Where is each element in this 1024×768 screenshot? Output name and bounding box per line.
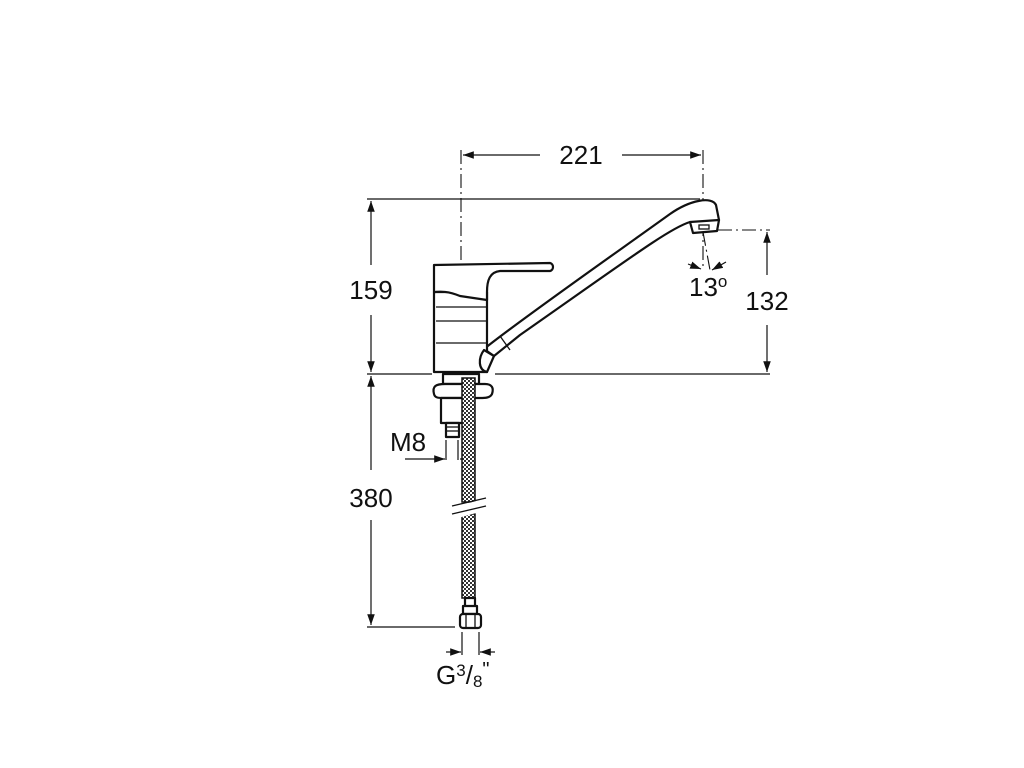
dimension-stud-thread: M8: [390, 427, 475, 463]
lever-handle: [432, 261, 555, 302]
mounting-assembly: [432, 372, 494, 439]
braided-hose: [451, 377, 487, 599]
dimension-label-221: 221: [559, 140, 602, 170]
dimension-label-132: 132: [745, 286, 788, 316]
dimension-label-m8: M8: [390, 427, 426, 457]
dimension-hose-length: 380: [349, 376, 393, 625]
dimension-label-g38: G3/8": [436, 659, 490, 691]
dimension-spout-reach: 221: [463, 140, 701, 170]
dimension-label-159: 159: [349, 275, 392, 305]
dimension-label-13: 13o: [689, 272, 727, 302]
spout: [482, 199, 721, 358]
dimension-total-height: 159: [349, 201, 393, 372]
hose-end-fitting: [458, 596, 483, 630]
faucet-body: [432, 290, 496, 374]
dimension-spout-angle: 13o: [687, 261, 727, 302]
dimension-label-380: 380: [349, 483, 392, 513]
dimension-hose-connection: G3/8": [436, 632, 495, 691]
dimension-outlet-height: 132: [745, 232, 789, 372]
